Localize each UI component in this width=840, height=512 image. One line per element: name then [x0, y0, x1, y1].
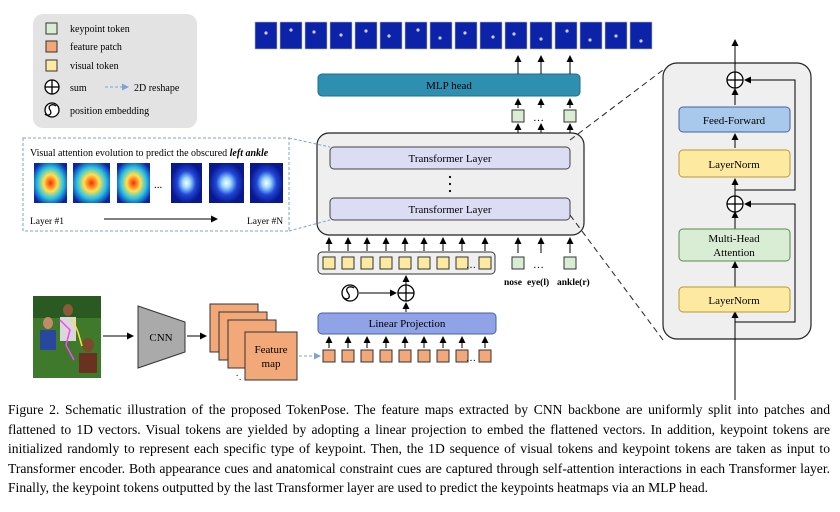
encoder-detail-panel: Feed-Forward LayerNorm Multi-Head Attent… — [662, 39, 812, 400]
legend-position-embedding: position embedding — [70, 106, 149, 117]
svg-text:.: . — [236, 368, 238, 378]
sum-icon — [44, 79, 60, 95]
attention-map-3 — [117, 163, 150, 203]
legend-panel — [33, 14, 197, 128]
legend: keypoint token feature patch visual toke… — [33, 14, 197, 128]
mha-block — [678, 228, 791, 262]
svg-text:…: … — [533, 259, 544, 271]
input-image — [33, 296, 101, 378]
output-heatmaps — [254, 21, 653, 50]
svg-text:Visual attention evolution to: Visual attention evolution to predict th… — [30, 148, 269, 159]
encoder-input-arrows — [325, 237, 574, 253]
tokenpose-diagram: keypoint token feature patch visual toke… — [22, 14, 812, 400]
sum-icon — [726, 195, 744, 213]
mlp-head-label: MLP head — [426, 80, 472, 92]
legend-keypoint-token: keypoint token — [70, 24, 130, 35]
attention-map-2 — [73, 163, 110, 203]
transformer-layer-top — [329, 146, 571, 170]
feature-map-stack: . . — [209, 303, 298, 382]
visual-tokens — [322, 256, 492, 270]
mlp-head-block — [317, 73, 581, 97]
cnn-label: CNN — [149, 332, 172, 344]
svg-text:.: . — [239, 372, 241, 382]
attention-map-6 — [250, 163, 283, 203]
svg-text:…: … — [533, 112, 544, 124]
patch-input-arrows — [325, 336, 489, 348]
figure-caption: Figure 2. Schematic illustration of the … — [8, 402, 830, 496]
linear-projection-label: Linear Projection — [369, 318, 446, 330]
feature-map-label-line2: map — [262, 358, 281, 370]
attention-evolution-panel: Visual attention evolution to predict th… — [22, 137, 331, 232]
keypoint-label-ankle-r: ankle(r) — [557, 277, 590, 288]
position-embedding-icon — [44, 102, 60, 118]
feed-forward-label: Feed-Forward — [703, 115, 766, 127]
legend-reshape: 2D reshape — [134, 83, 180, 94]
sum-icon — [726, 71, 744, 89]
keypoint-token-swatch — [45, 22, 58, 35]
feed-forward-block — [678, 106, 791, 133]
feature-map-label-line1: Feature — [255, 344, 288, 356]
legend-sum: sum — [70, 83, 87, 94]
layer-last-label: Layer #N — [247, 217, 283, 227]
keypoint-label-nose: nose — [504, 278, 522, 288]
mha-label-line1: Multi-Head — [708, 233, 760, 245]
layer-vdots — [448, 175, 452, 193]
layernorm-top-label: LayerNorm — [708, 159, 760, 171]
layernorm-bottom-block — [678, 286, 791, 313]
attention-ellipsis: ... — [154, 179, 163, 191]
layer-first-label: Layer #1 — [30, 217, 64, 227]
visual-token-swatch — [45, 59, 58, 72]
cnn-block — [137, 305, 186, 369]
layernorm-top-block — [678, 149, 791, 178]
layernorm-bottom-label: LayerNorm — [708, 295, 760, 307]
feature-patch-swatch — [45, 40, 58, 53]
sum-icon — [397, 284, 415, 302]
legend-visual-token: visual token — [70, 61, 119, 72]
transformer-layer-top-label: Transformer Layer — [409, 153, 492, 165]
linear-projection-block — [317, 312, 497, 335]
input-keypoint-tokens — [511, 256, 577, 270]
attention-title: Visual attention evolution to predict th… — [30, 148, 230, 159]
svg-text:…: … — [466, 260, 476, 271]
mlp-output-arrows — [514, 55, 574, 74]
attention-map-5 — [209, 163, 244, 203]
transformer-layer-bottom — [329, 197, 571, 221]
position-embedding-icon — [341, 284, 359, 302]
legend-feature-patch: feature patch — [70, 42, 122, 53]
mha-label-line2: Attention — [713, 247, 755, 259]
output-keypoint-tokens: … — [511, 98, 577, 133]
attention-title-emph: left ankle — [230, 148, 269, 159]
attention-map-1 — [34, 163, 67, 203]
keypoint-label-eye-l: eye(l) — [527, 277, 549, 288]
feature-patches — [322, 349, 492, 363]
zoom-line-bottom — [569, 214, 664, 341]
zoom-line-top — [569, 69, 664, 141]
transformer-layer-bottom-label: Transformer Layer — [409, 204, 492, 216]
svg-text:…: … — [466, 353, 476, 364]
attention-map-4 — [171, 163, 202, 203]
